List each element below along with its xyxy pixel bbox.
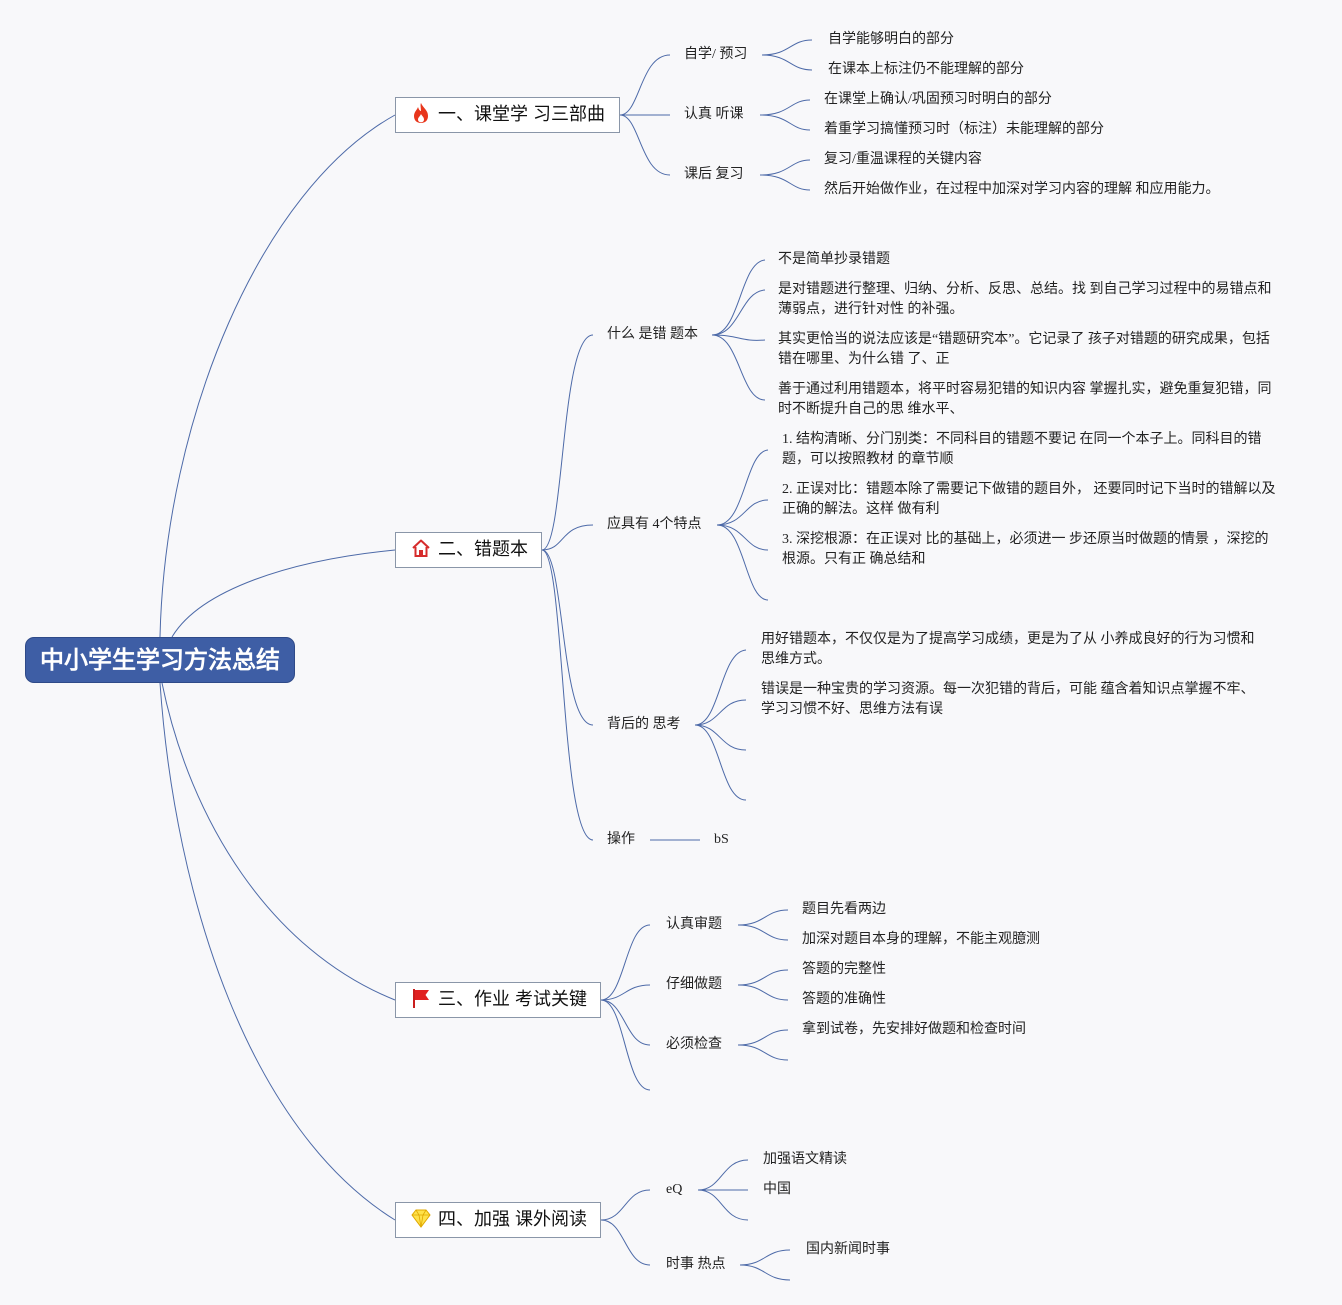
subtopic[interactable]: 认真 听课 [684,107,744,122]
fire-icon [410,102,432,124]
leaf-topic[interactable]: 是对错题进行整理、归纳、分析、反思、总结。找 到自己学习过程中的易错点和薄弱点，… [778,282,1272,317]
subtopic[interactable]: 必须检查 [666,1037,722,1052]
leaf-topic[interactable]: 加强语文精读 [763,1152,847,1167]
leaf-topic[interactable]: 在课堂上确认/巩固预习时明白的部分 [824,92,1052,107]
branch-label: 二、错题本 [438,539,528,559]
leaf-topic[interactable]: 善于通过利用错题本，将平时容易犯错的知识内容 掌握扎实，避免重复犯错，同时不断提… [778,382,1272,417]
leaf-topic[interactable]: bS [714,832,729,847]
branch-label: 四、加强 课外阅读 [438,1209,588,1229]
leaf-topic[interactable]: 拿到试卷，先安排好做题和检查时间 [802,1022,1026,1037]
root-topic[interactable]: 中小学生学习方法总结 [25,637,295,683]
leaf-topic[interactable]: 3. 深挖根源：在正误对 比的基础上，必须进一 步还原当时做题的情景 ，深挖的根… [782,532,1269,567]
diamond-icon [410,1207,432,1229]
branch-topic-1[interactable]: 一、课堂学 习三部曲 [395,97,620,133]
branch-label: 一、课堂学 习三部曲 [438,104,606,124]
leaf-topic[interactable]: 不是简单抄录错题 [778,252,890,267]
leaf-topic[interactable]: 2. 正误对比：错题本除了需要记下做错的题目外， 还要同时记下当时的错解以及正确… [782,482,1276,517]
subtopic[interactable]: eQ [666,1182,683,1197]
subtopic[interactable]: 认真审题 [666,917,722,932]
leaf-topic[interactable]: 用好错题本，不仅仅是为了提高学习成绩，更是为了从 小养成良好的行为习惯和思维方式… [761,632,1255,667]
leaf-topic[interactable]: 加深对题目本身的理解，不能主观臆测 [802,932,1040,947]
leaf-topic[interactable]: 自学能够明白的部分 [828,32,954,47]
branch-topic-4[interactable]: 四、加强 课外阅读 [395,1202,601,1238]
subtopic[interactable]: 课后 复习 [684,167,744,182]
leaf-topic[interactable]: 其实更恰当的说法应该是“错题研究本”。它记录了 孩子对错题的研究成果，包括错在哪… [778,332,1270,367]
leaf-topic[interactable]: 国内新闻时事 [806,1242,890,1257]
leaf-topic[interactable]: 着重学习搞懂预习时（标注）未能理解的部分 [824,122,1104,137]
leaf-topic[interactable]: 中国 [763,1182,791,1197]
subtopic[interactable]: 仔细做题 [666,977,722,992]
subtopic[interactable]: 背后的 思考 [607,717,681,732]
subtopic[interactable]: 什么 是错 题本 [607,327,698,342]
leaf-topic[interactable]: 1. 结构清晰、分门别类：不同科目的错题不要记 在同一个本子上。同科目的错题，可… [782,432,1262,467]
leaf-topic[interactable]: 然后开始做作业，在过程中加深对学习内容的理解 和应用能力。 [824,182,1220,197]
home-icon [410,537,432,559]
branch-topic-3[interactable]: 三、作业 考试关键 [395,982,601,1018]
leaf-topic[interactable]: 答题的完整性 [802,962,886,977]
leaf-topic[interactable]: 错误是一种宝贵的学习资源。每一次犯错的背后，可能 蕴含着知识点掌握不牢、学习习惯… [761,682,1255,717]
subtopic[interactable]: 时事 热点 [666,1257,726,1272]
subtopic[interactable]: 自学/ 预习 [684,47,748,62]
leaf-topic[interactable]: 题目先看两边 [802,902,886,917]
subtopic[interactable]: 应具有 4个特点 [607,517,702,532]
leaf-topic[interactable]: 在课本上标注仍不能理解的部分 [828,62,1024,77]
flag-icon [410,987,432,1009]
leaf-topic[interactable]: 答题的准确性 [802,992,886,1007]
leaf-topic[interactable]: 复习/重温课程的关键内容 [824,152,982,167]
subtopic[interactable]: 操作 [607,832,635,847]
branch-topic-2[interactable]: 二、错题本 [395,532,542,568]
branch-label: 三、作业 考试关键 [438,989,588,1009]
